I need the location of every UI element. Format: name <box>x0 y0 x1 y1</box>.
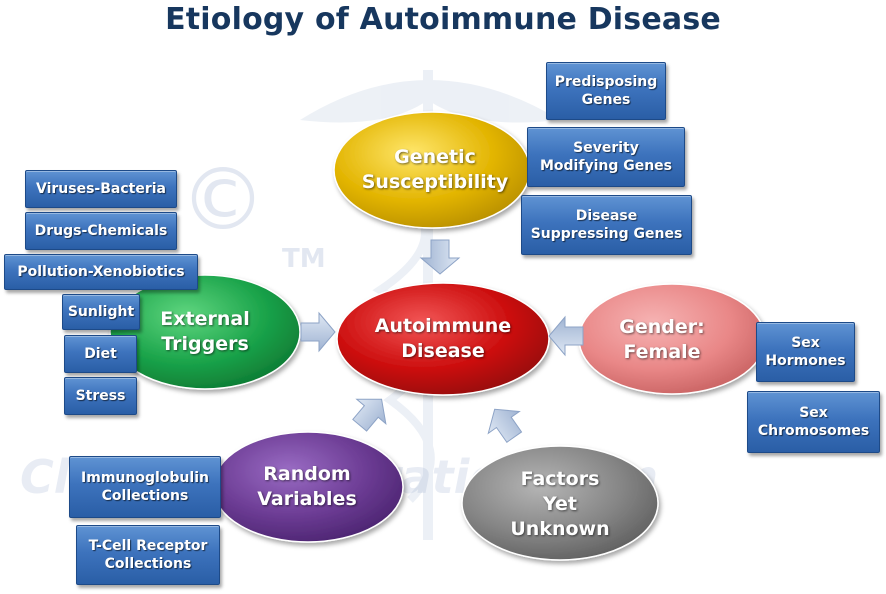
box-drugs-chemicals: Drugs-Chemicals <box>25 212 177 250</box>
box-label: Immunoglobulin <box>81 470 209 486</box>
box-t-cell-receptor-collections: T-Cell Receptor Collections <box>76 525 220 585</box>
random-ellipse <box>212 431 404 543</box>
box-label: Sunlight <box>67 304 135 320</box>
arrow-from-random <box>352 398 387 432</box>
box-label: Collections <box>104 556 192 572</box>
box-label: Sex <box>791 335 820 351</box>
box-label: T-Cell Receptor <box>88 538 208 554</box>
box-severity-modifying-genes: Severity Modifying Genes <box>527 127 685 187</box>
arrow-from-genetic <box>419 239 461 275</box>
box-predisposing-genes: Predisposing Genes <box>546 62 666 120</box>
box-sunlight: Sunlight <box>62 294 140 330</box>
arrow-from-external <box>300 311 336 353</box>
box-label: Chromosomes <box>757 423 870 439</box>
center-ellipse <box>336 282 550 396</box>
box-sex-hormones: Sex Hormones <box>756 322 855 382</box>
genetic-ellipse <box>333 111 531 229</box>
box-label: Genes <box>581 92 631 108</box>
unknown-ellipse <box>461 445 659 561</box>
box-label: Stress <box>75 388 126 404</box>
external-ellipse <box>109 274 301 390</box>
box-stress: Stress <box>64 377 137 415</box>
box-label: Diet <box>84 346 117 362</box>
box-label: Collections <box>101 488 189 504</box>
box-viruses-bacteria: Viruses-Bacteria <box>25 170 177 208</box>
box-label: Pollution-Xenobiotics <box>17 264 185 280</box>
box-label: Sex <box>799 405 828 421</box>
box-immunoglobulin-collections: Immunoglobulin Collections <box>69 456 221 518</box>
box-pollution-xenobiotics: Pollution-Xenobiotics <box>4 254 198 290</box>
box-disease-suppressing-genes: Disease Suppressing Genes <box>521 195 692 255</box>
box-sex-chromosomes: Sex Chromosomes <box>747 391 880 453</box>
arrow-from-unknown <box>487 408 523 443</box>
box-label: Severity <box>573 140 639 156</box>
box-label: Hormones <box>765 353 846 369</box>
arrow-from-gender <box>548 315 584 357</box>
gender-ellipse <box>578 283 766 395</box>
box-label: Predisposing <box>554 74 658 90</box>
diagram-title: Etiology of Autoimmune Disease <box>165 2 721 37</box>
box-label: Viruses-Bacteria <box>36 181 166 197</box>
box-label: Suppressing Genes <box>530 226 683 242</box>
box-label: Modifying Genes <box>539 158 673 174</box>
box-label: Drugs-Chemicals <box>34 223 168 239</box>
box-diet: Diet <box>64 335 137 373</box>
box-label: Disease <box>575 208 638 224</box>
